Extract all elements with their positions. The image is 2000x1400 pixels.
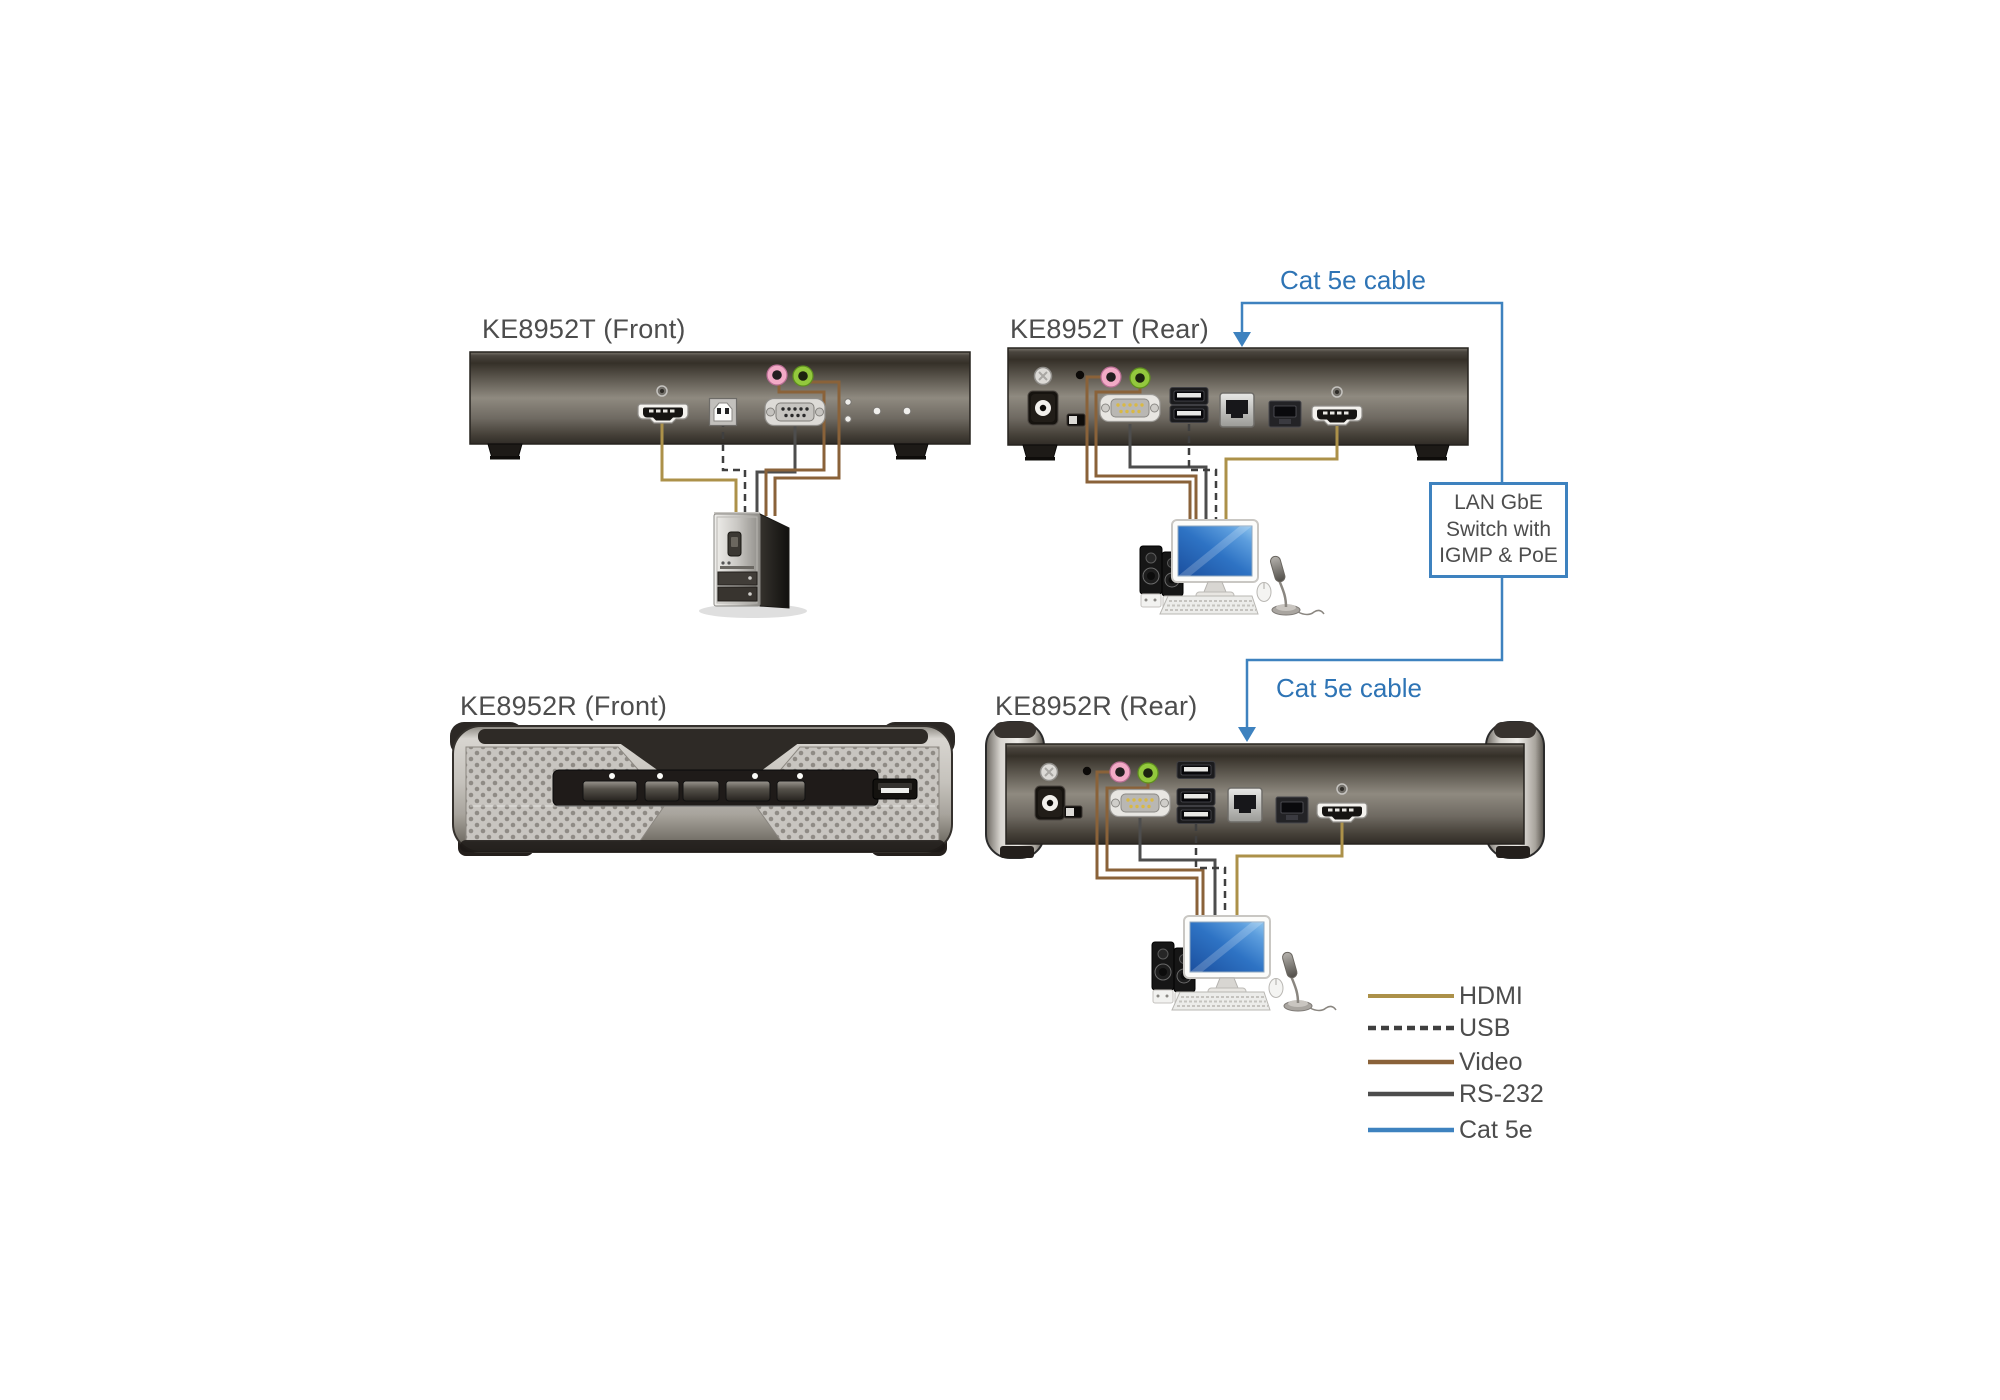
device-foot bbox=[487, 443, 523, 460]
device-foot bbox=[1414, 444, 1450, 461]
toggle-switch-icon bbox=[1063, 805, 1083, 819]
device-ke8952t-front bbox=[469, 351, 971, 518]
device-body bbox=[1005, 743, 1525, 845]
cat5e-line-swatch bbox=[1368, 1127, 1454, 1133]
legend-item-usb: USB bbox=[1368, 1014, 1510, 1042]
cat5e-line-top bbox=[1240, 301, 1504, 482]
cat5e-label-bottom: Cat 5e cable bbox=[1276, 673, 1422, 703]
cat5e-line-bottom bbox=[1245, 578, 1504, 728]
title-ke8952r-front: KE8952R (Front) bbox=[460, 691, 668, 721]
cables-ke8952r-rear bbox=[1095, 770, 1344, 920]
front-buttons bbox=[582, 780, 806, 802]
toggle-switch-icon bbox=[1066, 413, 1086, 427]
usb-a-port-icon bbox=[1176, 806, 1216, 824]
workstation-2 bbox=[1150, 914, 1338, 1013]
lan-port-icon bbox=[1219, 392, 1255, 428]
device-ke8952r-rear bbox=[985, 721, 1545, 920]
hdmi-cable bbox=[660, 418, 738, 518]
computer-tower bbox=[699, 512, 807, 618]
device-ke8952t-rear bbox=[1007, 347, 1469, 524]
screw-icon bbox=[656, 385, 668, 397]
title-ke8952r-rear: KE8952R (Rear) bbox=[995, 691, 1198, 721]
video-cable-mic bbox=[1095, 770, 1199, 920]
arrow-down-icon bbox=[1238, 727, 1256, 742]
usb-a-port-icon bbox=[872, 778, 918, 800]
video-cable-audio bbox=[1105, 773, 1205, 920]
rs232-line-swatch bbox=[1368, 1091, 1454, 1097]
legend-item-hdmi: HDMI bbox=[1368, 982, 1523, 1010]
video-cable-audio bbox=[1094, 378, 1198, 524]
audio-jack-icon bbox=[1137, 762, 1159, 784]
power-jack-icon bbox=[1027, 390, 1059, 426]
hdmi-line-swatch bbox=[1368, 994, 1454, 998]
usb-cable bbox=[1187, 424, 1218, 524]
title-ke8952t-rear: KE8952T (Rear) bbox=[1010, 314, 1209, 344]
sfp-port-icon bbox=[1268, 400, 1302, 428]
cables-ke8952t-rear bbox=[1085, 375, 1339, 524]
usb-a-port-icon bbox=[1169, 405, 1209, 423]
rs232-cable bbox=[1128, 424, 1208, 524]
usb-line-swatch bbox=[1368, 1025, 1454, 1031]
reset-button-icon bbox=[1075, 370, 1085, 380]
cat5e-label-top: Cat 5e cable bbox=[1280, 265, 1426, 295]
reset-button-icon bbox=[1082, 766, 1092, 776]
audio-jack-icon bbox=[1129, 367, 1151, 389]
device-foot bbox=[893, 443, 929, 460]
rs232-port-icon bbox=[1099, 393, 1161, 423]
device-ke8952r-front bbox=[450, 722, 955, 856]
cat5e-connections bbox=[1233, 301, 1504, 742]
mic-jack-icon bbox=[1109, 761, 1131, 783]
audio-jack-icon bbox=[792, 365, 814, 387]
rs232-port-icon bbox=[764, 397, 826, 427]
hdmi-cable bbox=[1235, 822, 1344, 920]
video-line-swatch bbox=[1368, 1059, 1454, 1065]
cables-ke8952t-front bbox=[660, 378, 841, 518]
ground-screw-icon bbox=[1033, 366, 1053, 386]
rs232-cable bbox=[755, 424, 797, 516]
sfp-port-icon bbox=[1275, 796, 1309, 824]
video-cable-mic bbox=[764, 380, 826, 516]
mic-jack-icon bbox=[1100, 366, 1122, 388]
ground-screw-icon bbox=[1039, 762, 1059, 782]
mic-jack-icon bbox=[766, 364, 788, 386]
lan-port-icon bbox=[1227, 787, 1263, 823]
usb-a-port-icon bbox=[1176, 761, 1216, 779]
usb-cable bbox=[1194, 824, 1227, 920]
video-cable-mic bbox=[1085, 375, 1192, 524]
usb-b-port-icon bbox=[708, 397, 738, 427]
title-ke8952t-front: KE8952T (Front) bbox=[482, 314, 686, 344]
workstation-1 bbox=[1138, 518, 1326, 617]
front-leds bbox=[844, 398, 912, 423]
usb-a-port-icon bbox=[1169, 387, 1209, 405]
legend-item-video: Video bbox=[1368, 1048, 1523, 1076]
legend-item-rs232: RS-232 bbox=[1368, 1080, 1544, 1108]
power-jack-icon bbox=[1034, 785, 1066, 821]
rs232-cable bbox=[1138, 818, 1217, 920]
screw-icon bbox=[1331, 386, 1343, 398]
hdmi-cable bbox=[1224, 426, 1339, 524]
usb-cable bbox=[721, 420, 747, 516]
legend-item-cat5e: Cat 5e bbox=[1368, 1116, 1533, 1144]
front-leds bbox=[609, 773, 803, 779]
device-foot bbox=[1022, 444, 1058, 461]
arrow-down-icon bbox=[1233, 332, 1251, 347]
lan-switch-box: LAN GbE Switch with IGMP & PoE bbox=[1429, 482, 1568, 578]
usb-a-port-icon bbox=[1176, 788, 1216, 806]
screw-icon bbox=[1336, 783, 1348, 795]
rs232-port-icon bbox=[1109, 788, 1171, 818]
